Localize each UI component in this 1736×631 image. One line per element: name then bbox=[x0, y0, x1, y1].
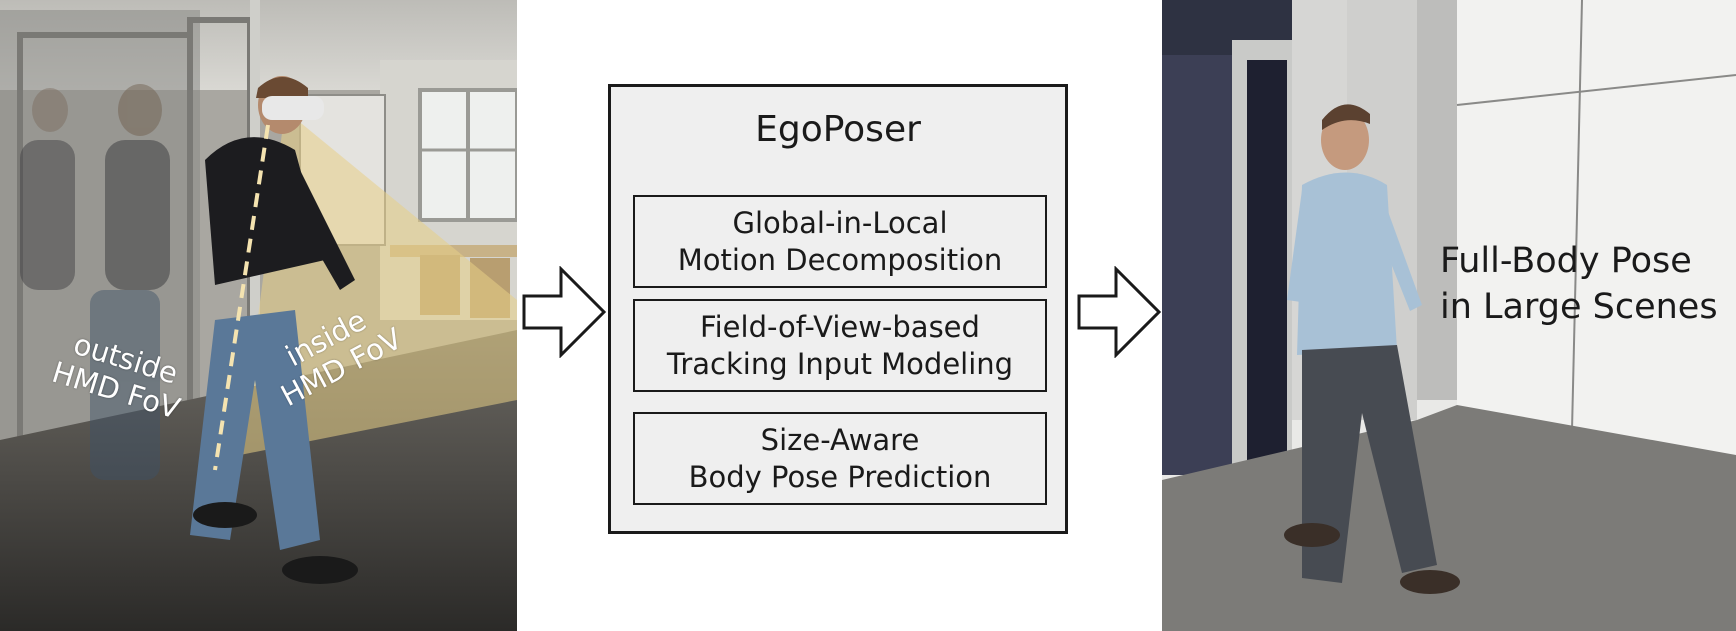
module-size-aware: Size-Aware Body Pose Prediction bbox=[633, 412, 1047, 505]
result-label: Full-Body Pose in Large Scenes bbox=[1440, 238, 1718, 330]
module-line1: Field-of-View-based bbox=[700, 309, 980, 344]
input-photo-panel: outside HMD FoV inside HMD FoV bbox=[0, 0, 517, 631]
module-fov-tracking: Field-of-View-based Tracking Input Model… bbox=[633, 299, 1047, 392]
rendered-scene bbox=[1162, 0, 1736, 631]
module-line2: Tracking Input Modeling bbox=[666, 346, 1014, 381]
egoposer-method-box: EgoPoser Global-in-Local Motion Decompos… bbox=[608, 84, 1068, 534]
module-line2: Body Pose Prediction bbox=[688, 459, 992, 494]
method-title: EgoPoser bbox=[755, 109, 921, 150]
arrow-right-icon bbox=[522, 266, 607, 358]
result-label-line1: Full-Body Pose bbox=[1440, 241, 1692, 281]
module-line1: Size-Aware bbox=[760, 422, 920, 457]
office-photo bbox=[0, 0, 517, 631]
module-global-in-local: Global-in-Local Motion Decomposition bbox=[633, 195, 1047, 288]
result-label-line2: in Large Scenes bbox=[1440, 287, 1718, 327]
module-line1: Global-in-Local bbox=[732, 205, 948, 240]
output-render-panel bbox=[1162, 0, 1736, 631]
arrow-right-icon bbox=[1077, 266, 1162, 358]
module-line2: Motion Decomposition bbox=[677, 242, 1003, 277]
